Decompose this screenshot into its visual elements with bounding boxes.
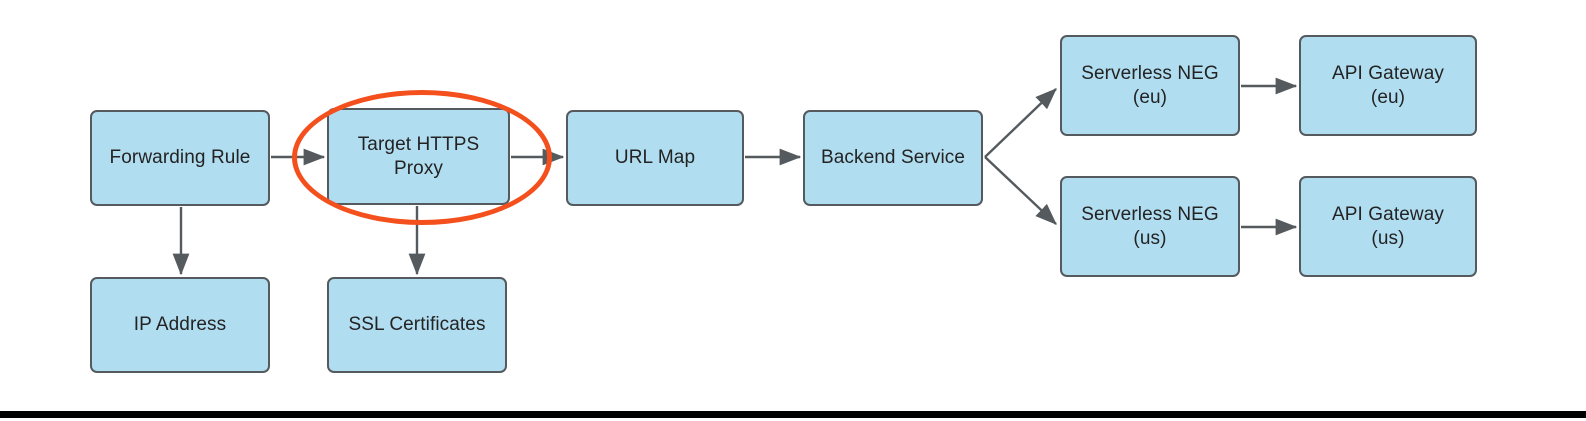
bottom-rule-divider <box>0 411 1586 418</box>
node-serverless-neg-eu[interactable]: Serverless NEG (eu) <box>1060 35 1240 136</box>
node-backend-service[interactable]: Backend Service <box>803 110 983 206</box>
node-ip-address[interactable]: IP Address <box>90 277 270 373</box>
node-api-gateway-us[interactable]: API Gateway (us) <box>1299 176 1477 277</box>
node-serverless-neg-us[interactable]: Serverless NEG (us) <box>1060 176 1240 277</box>
node-forwarding-rule[interactable]: Forwarding Rule <box>90 110 270 206</box>
edge-backend-service-to-serverless-neg-us <box>984 156 1057 225</box>
node-url-map[interactable]: URL Map <box>566 110 744 206</box>
node-ssl-certificates[interactable]: SSL Certificates <box>327 277 507 373</box>
edge-backend-service-to-serverless-neg-eu <box>984 88 1057 158</box>
node-api-gateway-eu[interactable]: API Gateway (eu) <box>1299 35 1477 136</box>
node-target-https-proxy[interactable]: Target HTTPS Proxy <box>327 108 510 205</box>
